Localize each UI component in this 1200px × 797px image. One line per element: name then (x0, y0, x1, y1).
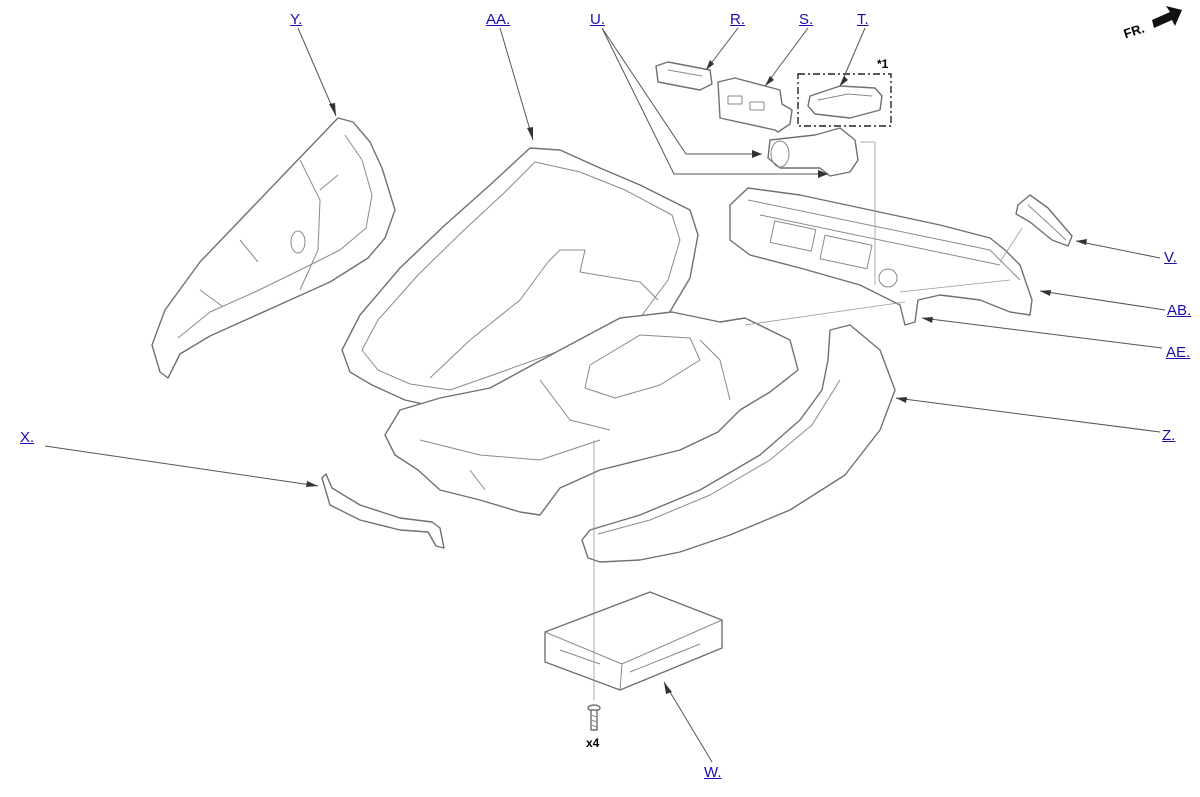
console-rear-bracket-part (729, 187, 1033, 326)
callout-ae[interactable]: AE. (1166, 344, 1191, 361)
callout-ab[interactable]: AB. (1167, 302, 1192, 319)
front-direction-arrow-icon (1152, 6, 1182, 28)
callout-u[interactable]: U. (590, 11, 605, 28)
note-star-1: *1 (877, 57, 889, 71)
leader-arrowheads (306, 60, 1087, 694)
assembly-guide-lines (593, 141, 1023, 700)
left-side-panel-part (151, 117, 396, 379)
connector-module-part (797, 73, 892, 127)
callout-z[interactable]: Z. (1162, 427, 1176, 444)
front-trim-strip-part (321, 473, 445, 549)
screw-quantity-label: x4 (586, 736, 600, 750)
callout-x[interactable]: X. (20, 429, 35, 446)
callout-y[interactable]: Y. (290, 11, 303, 28)
small-switch-part (655, 61, 713, 91)
usb-module-part (717, 77, 793, 133)
screw-part (587, 704, 601, 731)
control-module-box-part (544, 591, 723, 691)
callout-w[interactable]: W. (704, 764, 722, 781)
callout-v[interactable]: V. (1164, 249, 1177, 266)
console-lower-frame-part (384, 311, 799, 516)
callout-s[interactable]: S. (799, 11, 814, 28)
right-side-trim-panel-part (581, 324, 896, 563)
leader-lines (44, 27, 1166, 763)
callout-r[interactable]: R. (730, 11, 745, 28)
callout-aa[interactable]: AA. (486, 11, 511, 28)
switch-connector-part (1015, 194, 1073, 247)
callout-t[interactable]: T. (857, 11, 869, 28)
power-socket-part (767, 127, 859, 177)
